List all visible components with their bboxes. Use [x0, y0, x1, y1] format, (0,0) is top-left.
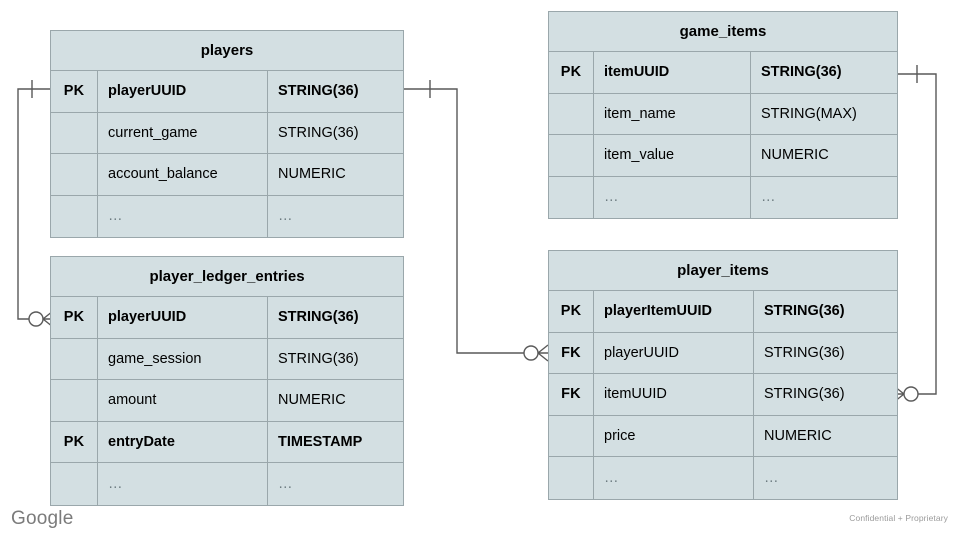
entity-game-items[interactable]: game_items PK itemUUID STRING(36) item_n… [548, 11, 898, 219]
attribute-name: playerItemUUID [594, 291, 754, 332]
attribute-type: STRING(36) [764, 344, 845, 361]
attribute-key [549, 135, 594, 176]
attribute-key [549, 415, 594, 456]
attribute-row[interactable]: game_session STRING(36) [51, 338, 403, 380]
attribute-row[interactable]: … … [51, 195, 403, 237]
attribute-row[interactable]: FK playerUUID STRING(36) [549, 332, 897, 374]
attribute-row[interactable]: item_name STRING(MAX) [549, 93, 897, 135]
attribute-row[interactable]: PK itemUUID STRING(36) [549, 52, 897, 94]
attribute-name: playerUUID [98, 71, 268, 112]
attribute-key [549, 176, 594, 218]
attribute-key: PK [549, 52, 594, 93]
attribute-row[interactable]: PK playerUUID STRING(36) [51, 297, 403, 339]
entity-players[interactable]: players PK playerUUID STRING(36) current… [50, 30, 404, 238]
attribute-row[interactable]: … … [51, 463, 403, 505]
attribute-type: … [764, 469, 780, 486]
attribute-name: … [594, 457, 754, 499]
attribute-key [51, 463, 98, 505]
attribute-type: TIMESTAMP [278, 433, 363, 450]
entity-title-player-ledger-entries: player_ledger_entries [51, 257, 403, 297]
attribute-row[interactable]: … … [549, 457, 897, 499]
cardinality-many-crowsfoot [537, 344, 549, 362]
attribute-row[interactable]: account_balance NUMERIC [51, 154, 403, 196]
relationship-players-to-ledger [17, 80, 54, 328]
attribute-row[interactable]: amount NUMERIC [51, 380, 403, 422]
attribute-name: account_balance [98, 154, 268, 195]
attribute-key [549, 457, 594, 499]
attribute-type: NUMERIC [278, 392, 346, 409]
attribute-key [51, 112, 98, 153]
attribute-name: item_value [594, 135, 751, 176]
attribute-name: … [98, 463, 268, 505]
attribute-name: … [594, 176, 751, 218]
attribute-name: … [98, 195, 268, 237]
attribute-row[interactable]: price NUMERIC [549, 415, 897, 457]
attribute-type: STRING(36) [278, 350, 359, 367]
attribute-type: … [761, 189, 777, 206]
entity-player-items[interactable]: player_items PK playerItemUUID STRING(36… [548, 250, 898, 500]
attribute-type: … [278, 208, 294, 225]
attribute-type: STRING(36) [278, 83, 359, 100]
attribute-type: NUMERIC [278, 166, 346, 183]
relationship-players-to-player-items [404, 80, 549, 362]
attribute-row[interactable]: PK playerUUID STRING(36) [51, 71, 403, 113]
attribute-name: playerUUID [98, 297, 268, 338]
attribute-key [51, 380, 98, 421]
attribute-row[interactable]: FK itemUUID STRING(36) [549, 374, 897, 416]
attribute-type: STRING(36) [278, 309, 359, 326]
attribute-name: item_name [594, 93, 751, 134]
attribute-name: current_game [98, 112, 268, 153]
attribute-key [549, 93, 594, 134]
attribute-name: price [594, 415, 754, 456]
attribute-type: … [278, 475, 294, 492]
attribute-key [51, 195, 98, 237]
attribute-key: FK [549, 374, 594, 415]
confidentiality-notice: Confidential + Proprietary [849, 513, 948, 523]
attribute-row[interactable]: PK entryDate TIMESTAMP [51, 421, 403, 463]
attribute-type: NUMERIC [761, 147, 829, 164]
google-logo: Google [11, 508, 74, 529]
cardinality-zero-circle [523, 345, 539, 361]
attribute-type: STRING(36) [764, 386, 845, 403]
attribute-key [51, 154, 98, 195]
attribute-key: PK [51, 297, 98, 338]
attribute-key [51, 338, 98, 379]
attribute-type: STRING(36) [278, 124, 359, 141]
entity-title-game-items: game_items [549, 12, 897, 52]
attribute-name: itemUUID [594, 52, 751, 93]
entity-title-player-items: player_items [549, 251, 897, 291]
attribute-key: PK [51, 421, 98, 462]
attribute-key: PK [51, 71, 98, 112]
attribute-type: NUMERIC [764, 427, 832, 444]
attribute-type: STRING(36) [761, 64, 842, 81]
attribute-name: amount [98, 380, 268, 421]
cardinality-zero-circle [903, 386, 919, 402]
attribute-name: playerUUID [594, 332, 754, 373]
attribute-key: PK [549, 291, 594, 332]
attribute-row[interactable]: item_value NUMERIC [549, 135, 897, 177]
attribute-row[interactable]: current_game STRING(36) [51, 112, 403, 154]
attribute-row[interactable]: … … [549, 176, 897, 218]
attribute-name: game_session [98, 338, 268, 379]
relationship-game-items-to-player-items [893, 65, 937, 403]
entity-title-players: players [51, 31, 403, 71]
attribute-key: FK [549, 332, 594, 373]
attribute-name: entryDate [98, 421, 268, 462]
attribute-type: STRING(36) [764, 303, 845, 320]
attribute-type: STRING(MAX) [761, 105, 857, 122]
attribute-row[interactable]: PK playerItemUUID STRING(36) [549, 291, 897, 333]
entity-player-ledger-entries[interactable]: player_ledger_entries PK playerUUID STRI… [50, 256, 404, 506]
cardinality-zero-circle [28, 311, 44, 327]
attribute-name: itemUUID [594, 374, 754, 415]
